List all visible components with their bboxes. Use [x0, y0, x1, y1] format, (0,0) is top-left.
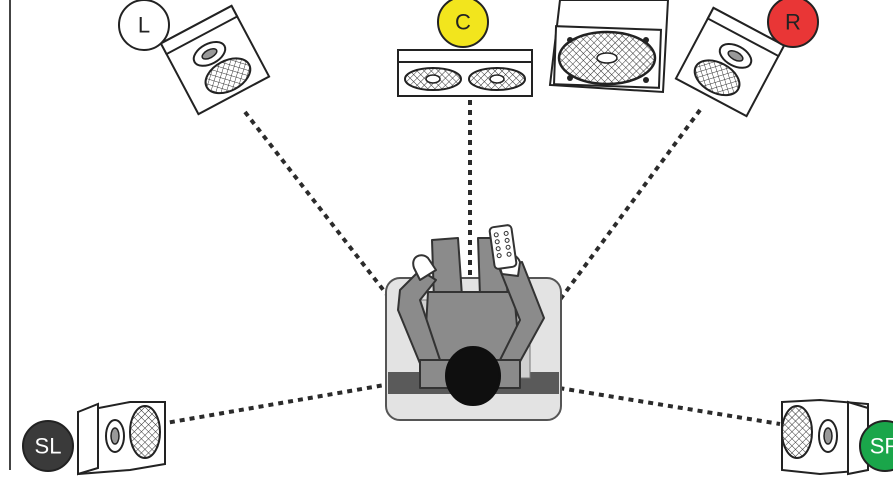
- badge-surround-right: SR: [859, 420, 893, 472]
- subwoofer-icon: [548, 0, 670, 94]
- remote-control-icon: [488, 224, 518, 270]
- badge-left: L: [118, 0, 170, 51]
- front-right-speaker-icon: [674, 6, 786, 118]
- surround-right-speaker-icon: [781, 398, 869, 476]
- front-left-speaker-icon: [159, 4, 271, 116]
- badge-right: R: [767, 0, 819, 48]
- badge-left-label: L: [138, 13, 150, 38]
- badge-surround-right-label: SR: [870, 434, 893, 459]
- badge-right-label: R: [785, 10, 801, 35]
- path-surround-left: [159, 376, 426, 426]
- badge-center-label: C: [455, 10, 471, 35]
- sound-paths: [159, 100, 781, 426]
- surround-left-speaker-icon: [77, 401, 166, 476]
- badge-surround-left-label: SL: [35, 434, 62, 459]
- badge-surround-left: SL: [22, 420, 74, 472]
- badge-center: C: [437, 0, 489, 48]
- path-left: [243, 110, 397, 307]
- center-speaker-icon: [397, 49, 533, 97]
- path-right: [543, 108, 702, 322]
- listener-icon: [397, 237, 545, 406]
